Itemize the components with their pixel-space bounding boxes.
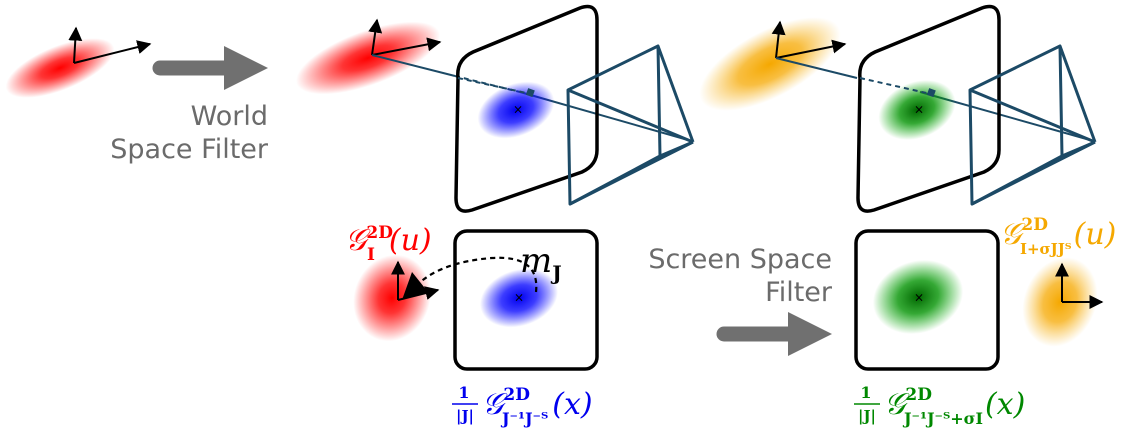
screen-filter-label-line1: Screen Space [648,244,832,275]
red-gaussian-world-left [5,38,115,98]
mJ-label: mJ [520,241,562,285]
axes-icon [771,20,847,59]
screen-box-blue: × [453,229,599,371]
orange-gaussian-world [699,17,841,111]
red-formula-arg: (u) [389,223,432,258]
mapping-arrow-mJ [402,256,538,300]
blue-frac-den: |J| [456,407,474,425]
camera-frustum-mid [566,44,695,206]
axes-icon [68,26,152,64]
screen-filter-arrow [716,312,832,356]
center-cross: × [514,291,524,305]
blue-formula-sup: 2D [503,385,530,405]
red-formula-sup: 2D [366,223,393,243]
orange-formula-sup: 2D [1021,215,1048,235]
blue-formula-arg: (x) [552,387,592,422]
screen-filter-label-line2: Filter [765,277,833,308]
red-gaussian-world-mid [295,21,441,95]
red-gaussian-screen [353,254,431,342]
green-formula-sup: 2D [905,385,932,405]
world-filter-arrow [152,46,268,90]
orange-gaussian-screen [1022,257,1098,347]
axes-icon [1055,262,1104,309]
red-formula-sub: I [367,245,375,265]
image-plane-right: × [856,4,1001,213]
axes-icon [368,18,442,56]
mJ-base: m [520,241,552,281]
green-frac-num: 1 [860,383,871,402]
orange-formula-arg: (u) [1074,217,1117,252]
center-cross: × [914,291,924,305]
green-formula-arg: (x) [985,387,1025,422]
camera-frustum-right [968,44,1097,206]
image-plane-mid: × [454,4,599,213]
orange-formula-sub: I+σJJᵀ [1020,240,1072,258]
mJ-sub: J [550,261,561,285]
projection-ray-inside-mid [457,77,535,98]
projection-ray-inside-right [859,77,936,98]
blue-frac-num: 1 [458,383,469,402]
center-cross: × [914,103,924,117]
world-filter-label-line2: Space Filter [110,134,269,165]
screen-box-green: × [854,229,1000,371]
center-cross: × [513,103,523,117]
world-filter-label-line1: World [191,101,268,132]
blue-formula-sub: J⁻¹J⁻ᵀ [500,409,548,428]
green-formula-sub: J⁻¹J⁻ᵀ+σI [902,409,983,428]
green-frac-den: |J| [858,407,876,425]
